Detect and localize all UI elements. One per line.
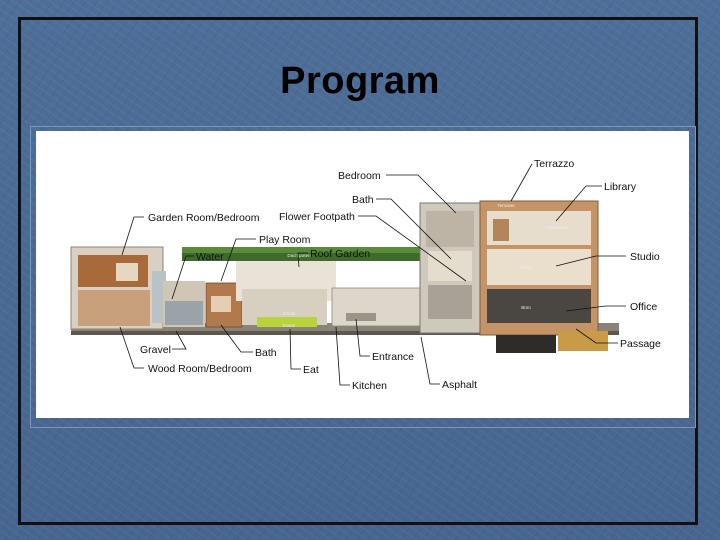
callout-gravel: Gravel [140,344,171,356]
water-glass [152,271,166,323]
callout-flower-footpath: Flower Footpath [279,211,355,223]
entrance-step [346,313,376,321]
leader-passage [575,328,618,344]
model-label-buro: Büro [521,305,531,310]
kitchen-block [257,317,317,327]
leader-roof-garden [297,252,308,268]
callout-terrazzo: Terrazzo [534,158,574,170]
callout-library: Library [604,181,637,193]
model-label-terrasse: Terrasse [497,203,515,208]
model-label-bibliothek: Bibliothek [548,225,568,230]
slide-title: Program [280,60,440,102]
leader-terrazzo [510,163,533,202]
leader-lines [119,163,626,386]
bedroom-room [426,211,474,247]
roof-garden-strip [182,251,432,261]
model-label-essen: Essen [283,323,296,328]
leader-library [555,185,602,222]
leader-eat [289,328,301,370]
leader-office [565,305,626,312]
leader-studio [555,255,626,267]
wood-room [78,290,150,326]
leader-bath-bottom [220,324,253,353]
callout-bath-top: Bath [352,194,374,206]
callout-bedroom: Bedroom [338,170,381,182]
bath-top-room [428,251,472,281]
studio-room [487,249,591,285]
slide-frame [18,17,698,525]
callout-play-room: Play Room [259,234,311,246]
callout-entrance: Entrance [372,351,414,363]
callout-kitchen: Kitchen [352,380,387,392]
basement-void [496,335,556,353]
callout-wood-room-bedroom: Wood Room/Bedroom [148,363,252,375]
section-diagram: Dachgarten Küche Essen Atelier Büro Terr… [70,158,661,392]
callout-office: Office [630,301,657,313]
bath-interior [211,296,231,312]
leader-play-room [220,238,256,282]
callout-roof-garden: Roof Garden [310,248,370,260]
leader-flower-footpath [358,215,467,282]
garden-room-window [116,263,138,281]
callout-asphalt: Asphalt [442,379,477,391]
model-label-kuche: Küche [283,311,296,316]
leader-gravel [172,330,187,350]
callout-water: Water [196,251,224,263]
model-label-atelier: Atelier [520,265,533,270]
leader-bedroom [386,174,457,214]
callout-garden-room-bedroom: Garden Room/Bedroom [148,212,260,224]
section-model-photo: Dachgarten Küche Essen Atelier Büro Terr… [36,131,689,418]
photo-border [30,126,696,428]
callout-studio: Studio [630,251,660,263]
leader-garden-room [121,216,144,256]
model-label-dachgarten: Dachgarten [287,253,311,258]
leader-wood-room [119,326,144,369]
passage-block [558,331,608,351]
leader-asphalt [420,336,440,385]
callout-passage: Passage [620,338,661,350]
water-pool [165,301,203,325]
leader-entrance [355,318,370,357]
leader-bath-top [376,198,452,260]
callout-bath-bottom: Bath [255,347,277,359]
base-shadow [71,331,619,335]
office-room [487,289,591,323]
library-shelf [493,219,509,241]
lower-room [428,285,472,319]
leader-water [171,255,194,300]
base-slab [71,323,619,333]
callout-eat: Eat [303,364,319,376]
leader-kitchen [335,326,350,386]
roof-garden-top [182,247,432,253]
